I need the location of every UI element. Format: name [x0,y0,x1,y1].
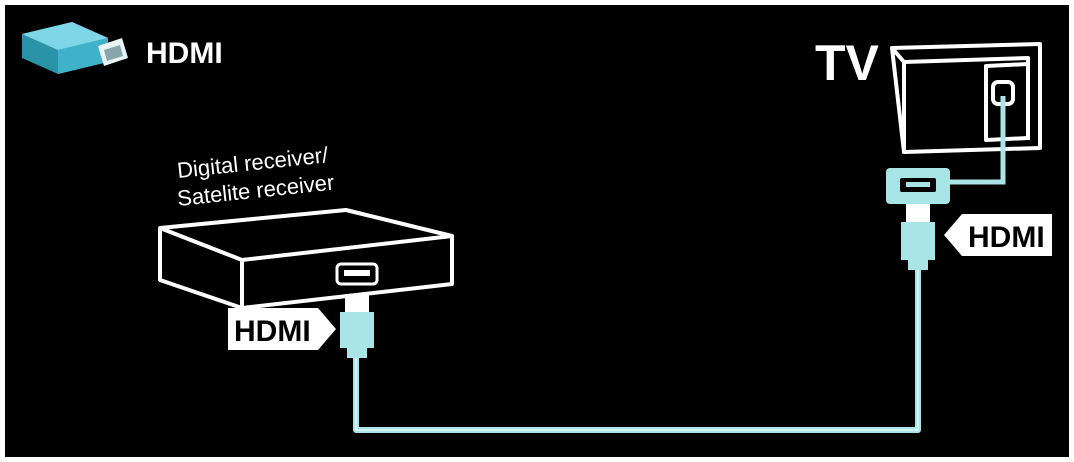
receiver-hdmi-port [335,262,379,286]
tv-hdmi-plug [901,204,935,270]
hdmi-cable-highlight [355,270,919,431]
diagram-background [5,5,1069,457]
hdmi-plug-icon [22,22,128,74]
receiver-box-icon [158,208,454,310]
receiver-hdmi-plug [340,294,374,358]
receiver-hdmi-label-text: HDMI [234,315,311,348]
tv-icon [890,42,1042,154]
tv-title: TV [815,35,880,91]
hdmi-title: HDMI [146,37,223,70]
tv-hdmi-port [886,168,950,204]
tv-hdmi-label-text: HDMI [968,221,1045,254]
receiver-hdmi-label: HDMI [228,308,336,350]
tv-hdmi-label: HDMI [944,214,1052,256]
tv-internal-cable [950,96,1006,185]
